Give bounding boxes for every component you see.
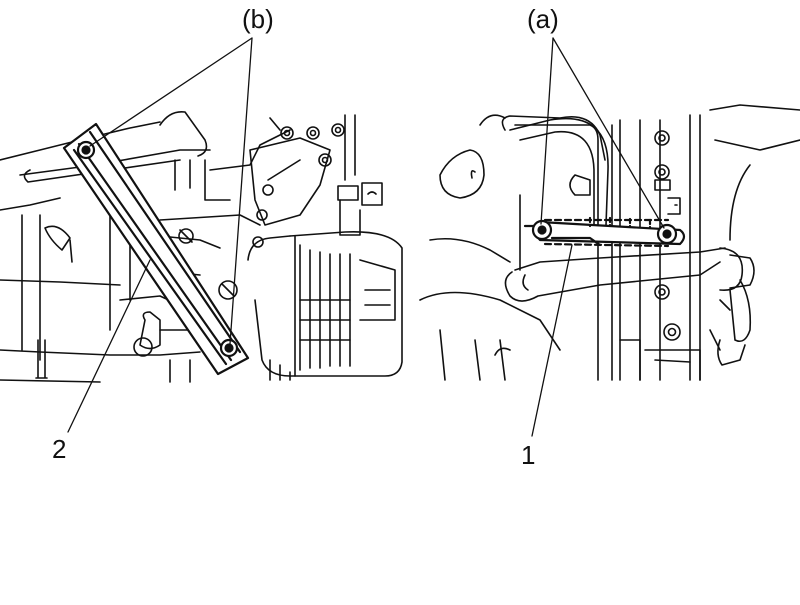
right-view [420,38,800,436]
callout-2: 2 [52,434,67,464]
stiffener-bar [64,124,248,374]
leader-lines-right [532,38,664,436]
callout-b: (b) [242,4,274,34]
hose [505,248,754,365]
callout-1: 1 [521,440,536,470]
leader-lines-left [68,38,252,432]
callout-a: (a) [527,4,559,34]
alternator [219,183,402,380]
left-view [0,38,402,432]
bracket [525,218,684,246]
